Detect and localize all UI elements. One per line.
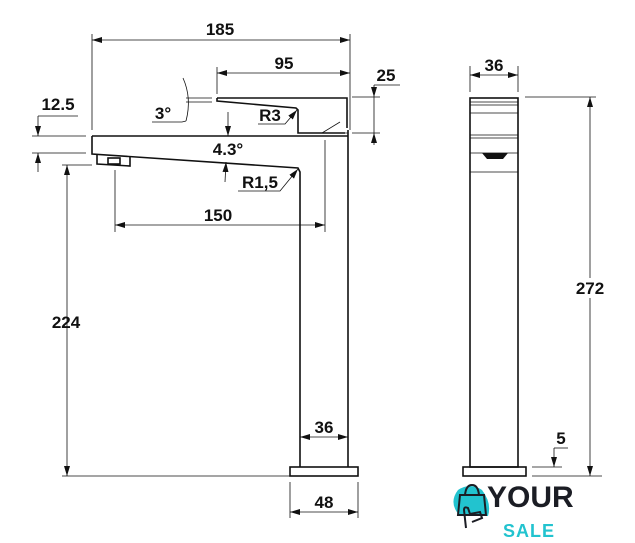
dim-spout-angle: 4.3°	[213, 140, 244, 159]
faucet-outline-side	[462, 97, 527, 477]
dim-total-height: 272	[576, 279, 604, 298]
dim-base-height: 5	[556, 429, 565, 448]
dim-reach: 150	[204, 206, 232, 225]
dim-handle-height: 25	[377, 66, 396, 85]
dim-spout-height: 224	[52, 313, 81, 332]
front-view: 185 95 25 12.5 3° R3 4.3° R1,5 150 224 3…	[32, 20, 400, 518]
dim-side-width: 36	[485, 56, 504, 75]
faucet-outline-front	[91, 97, 359, 477]
dim-body-width: 36	[315, 418, 334, 437]
logo-text-your: YOUR	[487, 481, 574, 514]
your-sale-logo: YOUR SALE	[453, 481, 574, 541]
side-view: 36 272 5	[462, 56, 608, 477]
dim-spout-radius: R1,5	[242, 173, 278, 192]
dim-handle-angle: 3°	[155, 104, 171, 123]
dim-spout-thickness: 12.5	[41, 95, 74, 114]
logo-text-sale: SALE	[503, 521, 555, 541]
dim-overall-length: 185	[206, 20, 234, 39]
dim-base-width: 48	[315, 493, 334, 512]
dim-handle-radius: R3	[259, 106, 281, 125]
dim-handle-length: 95	[275, 54, 294, 73]
